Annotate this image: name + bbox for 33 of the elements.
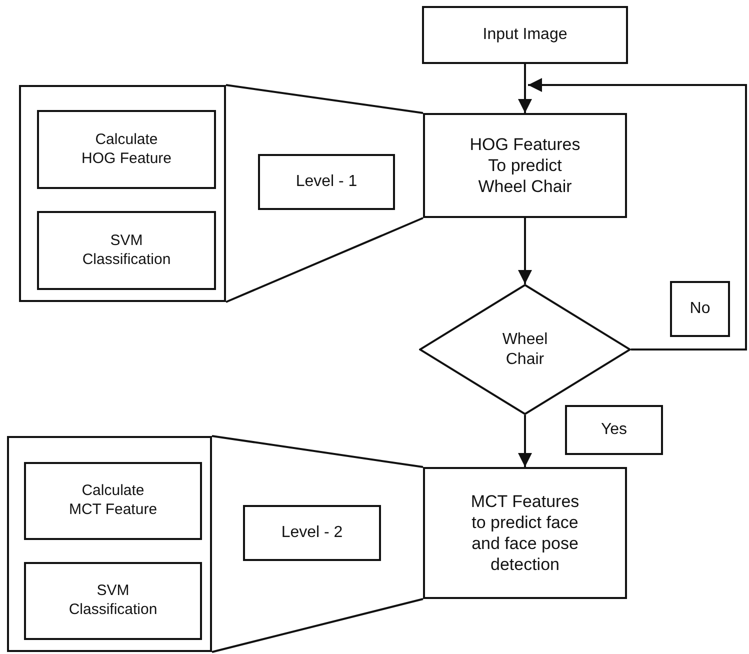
process-box [24,562,202,640]
zoom-line [226,217,424,303]
process-box [423,467,627,599]
box-label: Calculate MCT Feature [68,482,158,520]
box-label: Yes [600,420,628,440]
box-label: No [690,299,710,319]
process-box [258,154,395,210]
process-box [24,462,202,540]
process-box [423,113,627,218]
box-label: Calculate HOG Feature [80,130,173,168]
zoom-panel [7,436,212,652]
box-label: Level - 2 [281,523,343,543]
arrow [518,415,532,467]
zoom-line [212,435,424,468]
process-box [37,211,216,290]
zoom-panel [19,85,226,302]
box-label: Input Image [482,25,568,45]
zoom-line [212,598,424,653]
process-box [243,505,381,561]
box-label: MCT Features to predict face and face pose detection [470,490,580,576]
process-box [422,6,628,64]
arrow [518,218,532,284]
arrow [518,64,532,113]
box-label: HOG Features To predict Wheel Chair [468,134,582,198]
answer-box [565,405,663,455]
process-box [37,110,216,189]
decision-label: Wheel Chair [501,330,549,370]
zoom-line [226,84,424,114]
box-label: SVM Classification [81,232,172,270]
box-label: Level - 1 [296,172,358,192]
arrow [528,78,747,350]
box-label: SVM Classification [68,582,158,620]
answer-box [670,281,730,337]
